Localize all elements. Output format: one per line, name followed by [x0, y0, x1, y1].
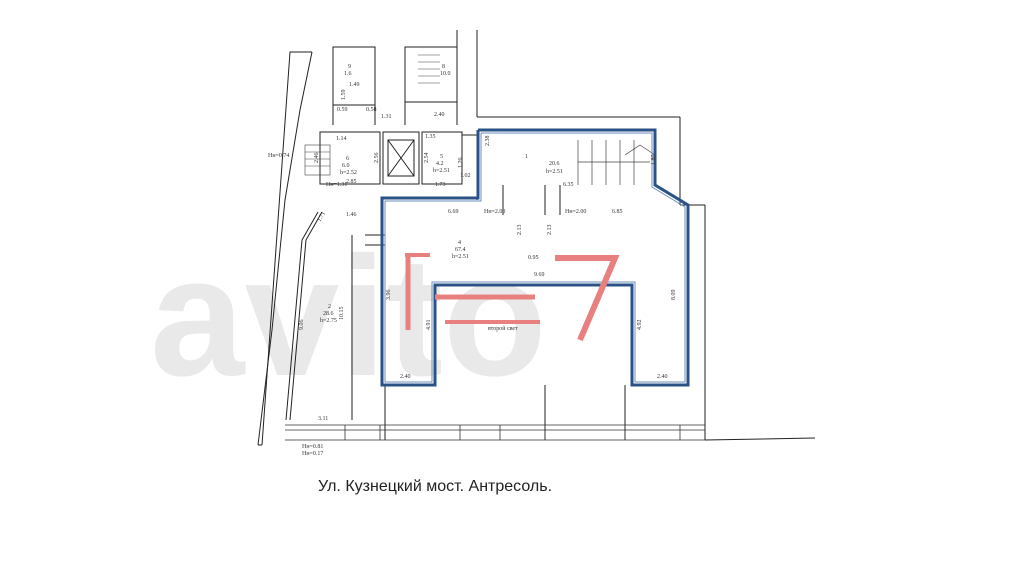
room-labels: 1 20.6 h=2.51 4 67.4 h=2.51 2 28.6 h=2.7…: [320, 64, 563, 332]
small-room-2-number: 5: [440, 154, 443, 160]
dim-256: 2.56: [374, 153, 380, 164]
dim-809: 8.09: [671, 290, 677, 301]
room-4-height: h=2.51: [452, 254, 469, 260]
dim-213-a: 2.13: [517, 225, 523, 236]
plan-caption: Ул. Кузнецкий мост. Антресоль.: [318, 478, 553, 495]
mark-hn-f: Нн=0.17: [302, 451, 323, 457]
room-1-height: h=2.51: [546, 169, 563, 175]
dim-180: 1.80: [651, 155, 657, 166]
top-wc-area: 1.6: [344, 71, 352, 77]
void-label: второй свет: [488, 325, 518, 332]
dim-492: 4.92: [637, 320, 643, 331]
mark-hn-a: Нн=2.00: [484, 209, 505, 215]
dim-159: 1.59: [341, 90, 347, 101]
height-marks: Нн=2.00 Нн=2.00 Нн=1.31 Нн=0.74 Нн=0.81 …: [268, 153, 586, 457]
dim-114: 1.14: [336, 136, 347, 142]
dim-635: 6.35: [563, 182, 574, 188]
small-room-2-height: h=2.51: [433, 168, 450, 174]
dim-240-right: 2.40: [657, 374, 668, 380]
dim-491: 4.91: [426, 320, 432, 331]
stamp-mark: [405, 253, 620, 342]
dim-246: 2.46: [314, 153, 320, 164]
dim-1015: 10.15: [339, 307, 345, 321]
dim-058: 0.58: [366, 107, 377, 113]
dim-685: 6.85: [612, 209, 623, 215]
dim-238: 2.38: [485, 136, 491, 147]
dim-131: 1.31: [381, 114, 392, 120]
dim-171: 1.71: [317, 211, 327, 223]
dim-059: 0.59: [337, 107, 348, 113]
room-4-number: 4: [458, 240, 461, 246]
small-room-1-number: 6: [346, 156, 349, 162]
dim-126: 1.26: [458, 158, 464, 169]
dim-240-top: 2.40: [434, 112, 445, 118]
walls: [257, 30, 816, 446]
top-stair-number: 8: [442, 64, 445, 70]
mark-hn-e: Нн=0.81: [302, 444, 323, 450]
room-1-number: 1: [525, 154, 528, 160]
dim-969: 9.69: [534, 272, 545, 278]
dim-669: 6.69: [448, 209, 459, 215]
dim-240-left: 2.40: [400, 374, 411, 380]
dim-285: 2.85: [346, 179, 357, 185]
room-1-area: 20.6: [549, 161, 560, 167]
dim-173: 1.73: [435, 182, 446, 188]
top-wc-number: 9: [348, 64, 351, 70]
dim-102: 1.02: [460, 173, 471, 179]
top-stair-area: 10.0: [440, 71, 451, 77]
dim-146: 1.46: [346, 212, 357, 218]
dim-311: 3.11: [318, 416, 328, 422]
dim-396: 3.96: [386, 290, 392, 301]
dim-213-b: 2.13: [547, 225, 553, 236]
dim-254: 2.54: [424, 153, 430, 164]
mark-hn-d: Нн=0.74: [268, 153, 289, 159]
mezzanine-outline: [380, 128, 690, 387]
dimensions: 9.69 6.69 6.85 2.40 2.40 0.95 3.11 1.31 …: [299, 82, 677, 422]
dim-906: 9.06: [299, 320, 305, 331]
mark-hn-b: Нн=2.00: [565, 209, 586, 215]
dim-095: 0.95: [528, 255, 539, 261]
room-4-area: 67.4: [455, 247, 466, 253]
watermark-text: avito: [150, 222, 547, 412]
room-left-height: h=2.75: [320, 318, 337, 324]
dim-135: 1.35: [425, 134, 436, 140]
room-left-number: 2: [328, 304, 331, 310]
mark-hn-c: Нн=1.31: [326, 182, 347, 188]
small-room-1-area: 6.0: [342, 163, 350, 169]
small-room-2-area: 4.2: [436, 161, 444, 167]
room-left-area: 28.6: [323, 311, 334, 317]
dim-149: 1.49: [349, 82, 360, 88]
small-room-1-height: h=2.52: [340, 170, 357, 176]
